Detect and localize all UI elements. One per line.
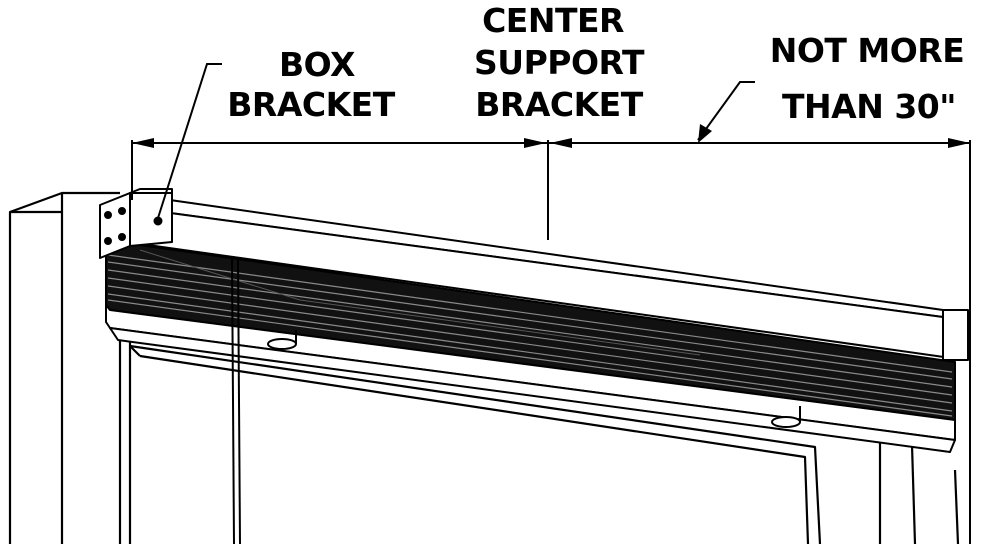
hold-down-clips: [267, 330, 801, 428]
arrow-right-icon: [948, 138, 970, 148]
window-frame: [8, 191, 960, 544]
label-not-more-than-30: NOT MORE THAN 30": [770, 31, 965, 126]
end-bracket-right: [942, 309, 969, 361]
svg-text:BRACKET: BRACKET: [475, 85, 643, 124]
lift-cord: [231, 257, 241, 544]
svg-text:THAN 30": THAN 30": [782, 87, 956, 126]
leader-lines: [157, 63, 755, 219]
leader-arrowhead-icon: [698, 124, 712, 143]
svg-text:SUPPORT: SUPPORT: [474, 43, 645, 82]
svg-text:NOT MORE: NOT MORE: [770, 31, 965, 70]
arrow-left-icon: [132, 138, 154, 148]
slat-lines: [107, 254, 953, 417]
arrow-center-left-icon: [524, 138, 546, 148]
dimension-lines: [131, 140, 971, 544]
label-box-bracket: BOX BRACKET: [227, 45, 396, 124]
label-center-support-bracket: CENTER SUPPORT BRACKET: [474, 1, 645, 124]
svg-text:BOX: BOX: [279, 45, 355, 84]
svg-text:BRACKET: BRACKET: [227, 85, 395, 124]
leader-box-bracket: [157, 63, 222, 219]
headrail: [105, 199, 966, 453]
svg-text:CENTER: CENTER: [482, 1, 624, 40]
arrow-center-right-icon: [550, 138, 572, 148]
dimension-arrows: [132, 138, 970, 148]
leader-not-more-than: [697, 81, 755, 141]
